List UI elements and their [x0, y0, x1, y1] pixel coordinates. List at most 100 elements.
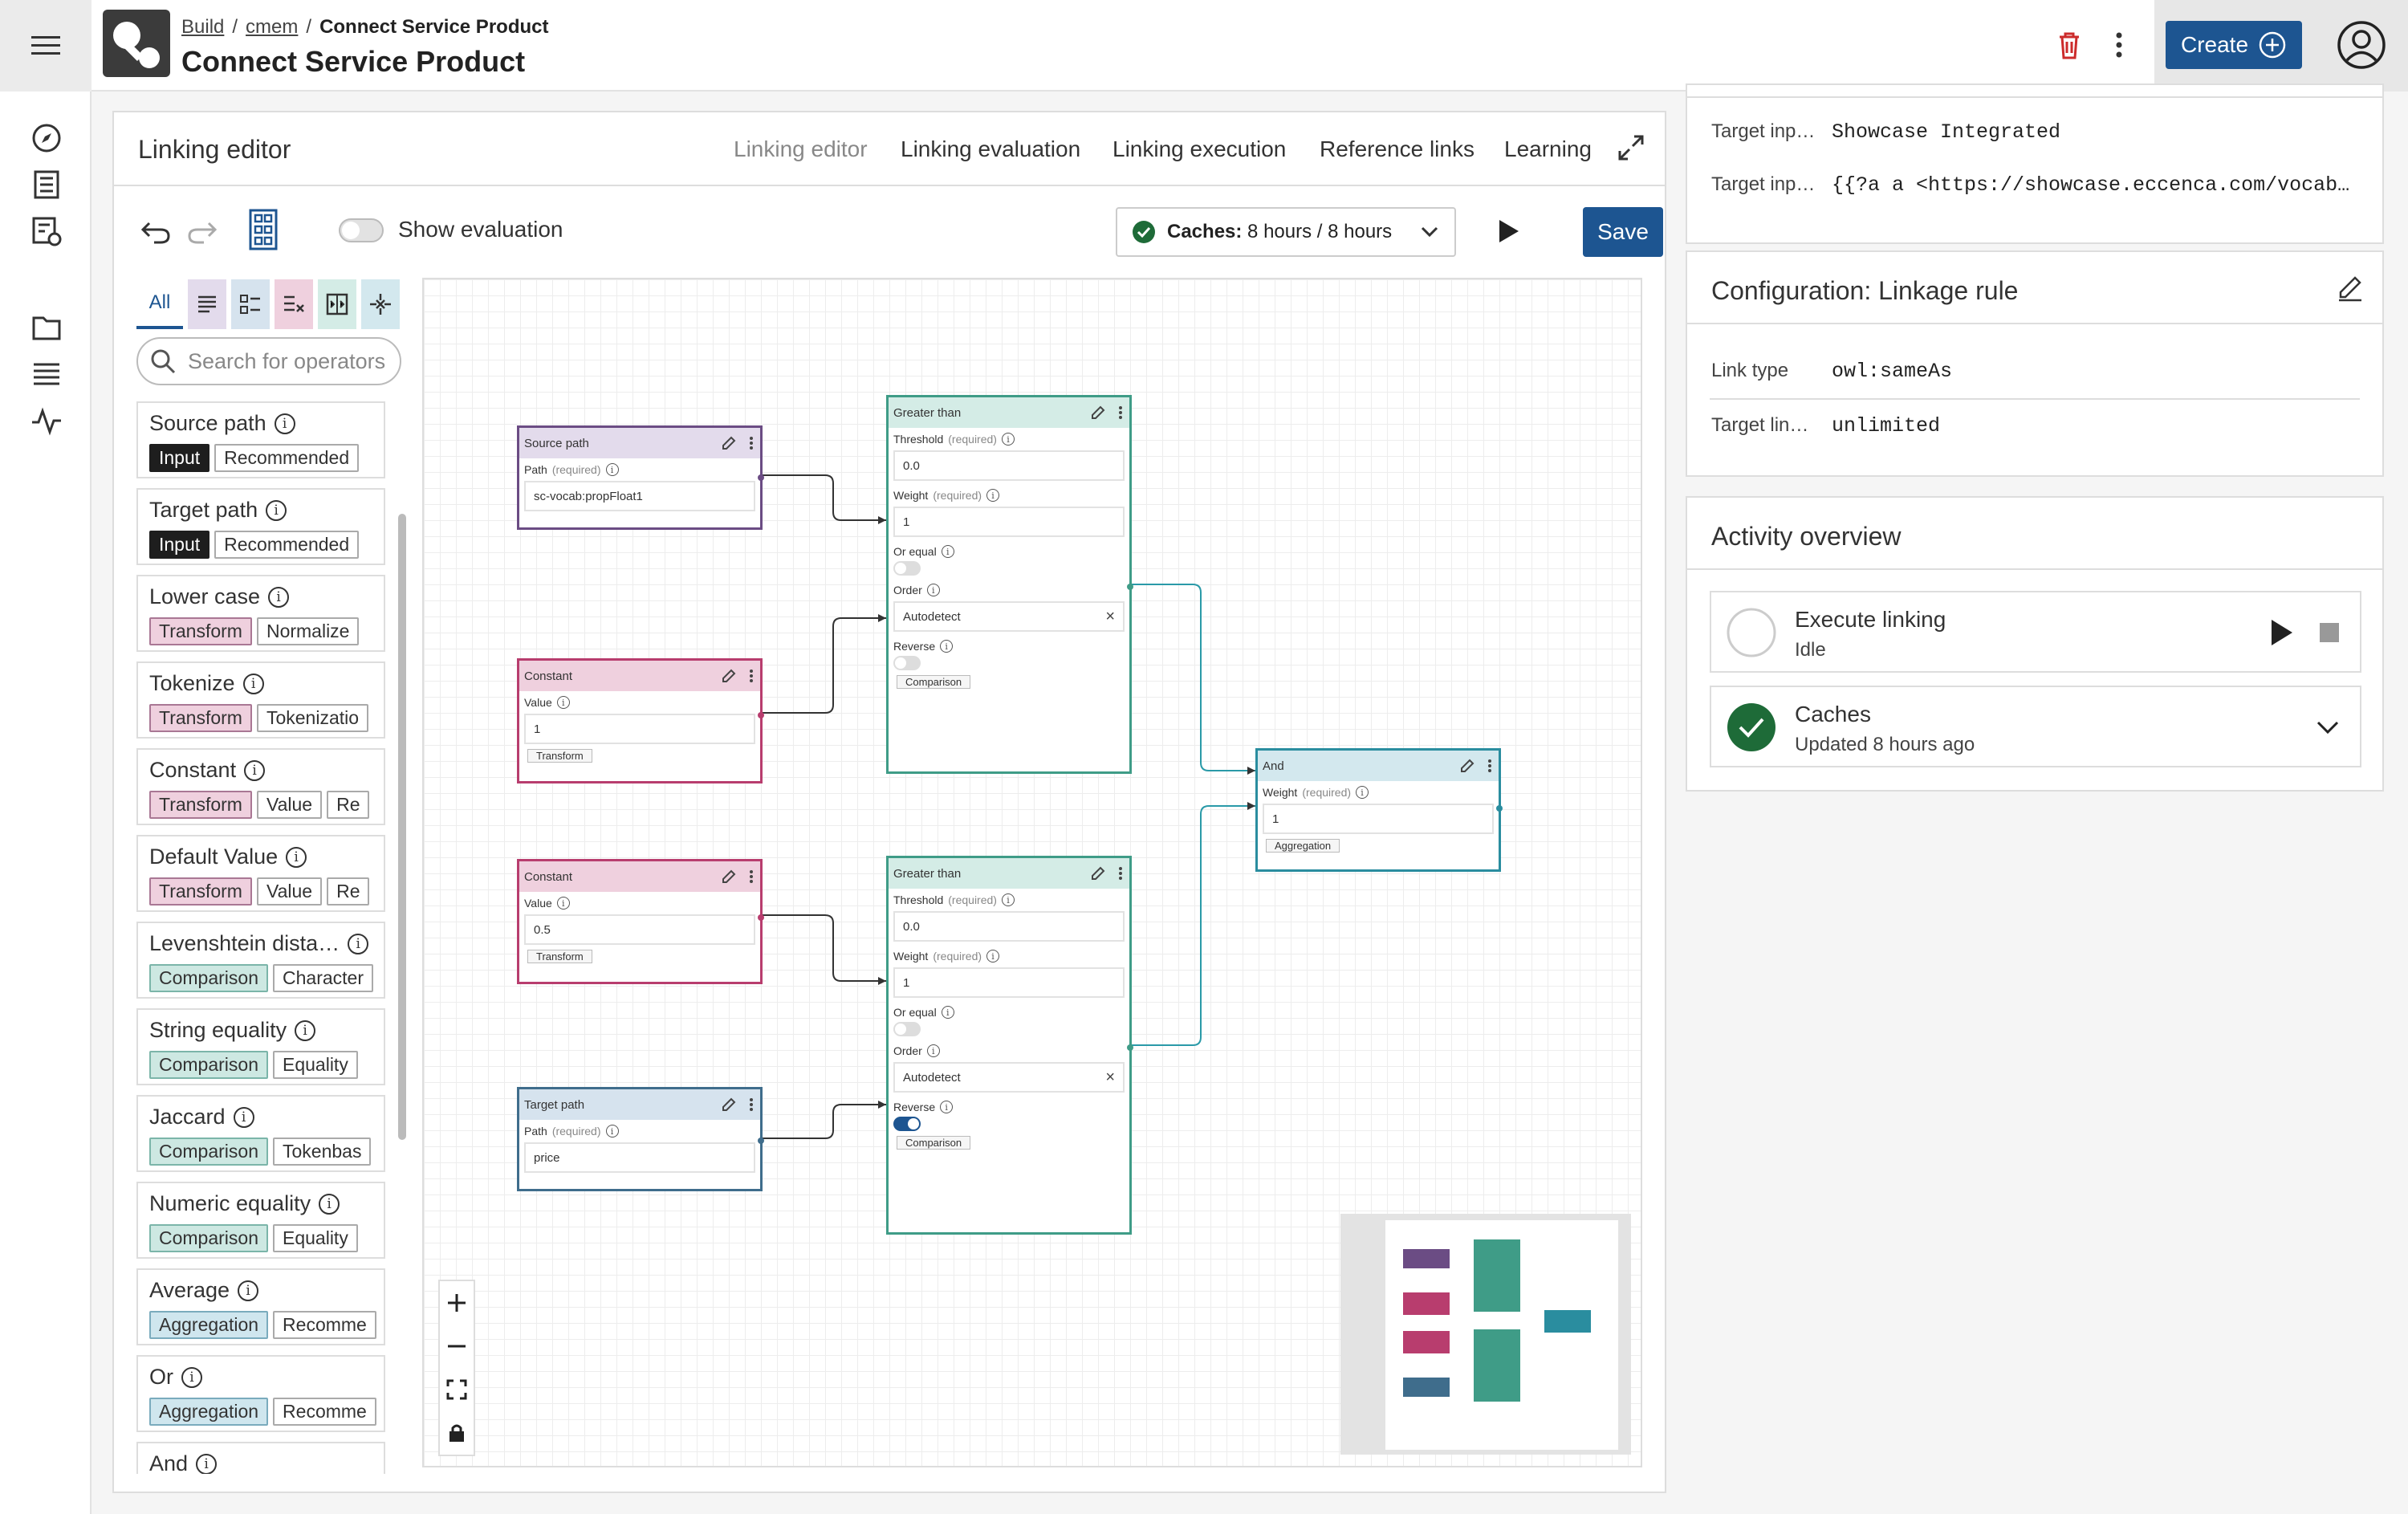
breadcrumb-cmem[interactable]: cmem	[246, 16, 299, 38]
save-button[interactable]: Save	[1583, 207, 1663, 257]
info-icon[interactable]: i	[242, 673, 264, 694]
expand-button[interactable]	[1615, 132, 1647, 164]
pencil-icon[interactable]	[720, 1096, 738, 1113]
run-button[interactable]	[1491, 215, 1523, 247]
weight-input[interactable]: 1	[1263, 804, 1494, 834]
zoom-out-button[interactable]	[440, 1325, 474, 1368]
node-source-path[interactable]: Source path Path(required)i sc-vocab:pro…	[517, 425, 764, 530]
info-icon[interactable]: i	[266, 499, 287, 521]
nav-projects[interactable]	[29, 310, 64, 345]
clear-icon[interactable]: ×	[1105, 608, 1115, 625]
node-greater-than-1[interactable]: Greater than Threshold(required)i 0.0 We…	[886, 395, 1133, 774]
path-input[interactable]: price	[524, 1142, 755, 1173]
info-icon[interactable]: i	[244, 759, 266, 781]
info-icon[interactable]: i	[274, 413, 295, 434]
or-equal-toggle[interactable]	[893, 561, 921, 576]
output-port[interactable]	[1127, 584, 1133, 590]
menu-button[interactable]	[0, 0, 92, 92]
tab-linking-evaluation[interactable]: Linking evaluation	[901, 136, 1081, 161]
tab-reference-links[interactable]: Reference links	[1320, 136, 1474, 161]
edit-configuration-button[interactable]	[2336, 273, 2365, 302]
more-icon[interactable]	[1487, 757, 1492, 775]
more-icon[interactable]	[1118, 865, 1123, 882]
output-port[interactable]	[1127, 1044, 1133, 1051]
value-input[interactable]: 1	[524, 714, 755, 744]
breadcrumb-build[interactable]: Build	[181, 16, 225, 38]
more-icon[interactable]	[749, 434, 754, 452]
pencil-icon[interactable]	[720, 434, 738, 452]
tab-linking-execution[interactable]: Linking execution	[1112, 136, 1287, 161]
create-button[interactable]: Create	[2166, 21, 2302, 69]
info-icon[interactable]: i	[319, 1193, 340, 1215]
pencil-icon[interactable]	[1089, 865, 1107, 882]
fit-view-button[interactable]	[440, 1368, 474, 1411]
rule-canvas[interactable]: Source path Path(required)i sc-vocab:pro…	[422, 278, 1642, 1467]
filter-target-paths[interactable]	[231, 279, 270, 329]
output-port[interactable]	[758, 474, 764, 481]
pencil-icon[interactable]	[720, 868, 738, 885]
pencil-icon[interactable]	[720, 667, 738, 685]
show-evaluation-toggle[interactable]	[339, 218, 384, 242]
auto-layout-button[interactable]	[241, 207, 286, 252]
more-icon[interactable]	[1118, 404, 1123, 421]
caches-status-select[interactable]: Caches: 8 hours / 8 hours	[1116, 207, 1456, 257]
value-input[interactable]: 0.5	[524, 914, 755, 945]
info-icon[interactable]: i	[196, 1453, 218, 1474]
node-greater-than-2[interactable]: Greater than Threshold(required)i 0.0 We…	[886, 856, 1133, 1235]
nav-build[interactable]	[29, 167, 64, 202]
filter-aggregations[interactable]	[361, 279, 400, 329]
info-icon[interactable]: i	[295, 1020, 316, 1041]
reverse-toggle[interactable]	[893, 656, 921, 670]
info-icon[interactable]: i	[268, 586, 290, 608]
operator-search-field[interactable]: Search for operators	[136, 337, 401, 385]
info-icon[interactable]: i	[286, 846, 307, 868]
weight-input[interactable]: 1	[893, 507, 1125, 537]
order-select[interactable]: Autodetect×	[893, 601, 1125, 632]
output-port[interactable]	[1496, 805, 1503, 812]
filter-comparisons[interactable]	[318, 279, 356, 329]
user-menu-button[interactable]	[2336, 19, 2387, 71]
palette-scrollbar[interactable]	[398, 514, 406, 1140]
nav-vocabularies[interactable]	[29, 356, 64, 392]
order-select[interactable]: Autodetect×	[893, 1062, 1125, 1093]
output-port[interactable]	[758, 914, 764, 921]
tab-learning[interactable]: Learning	[1504, 136, 1592, 161]
pencil-icon[interactable]	[1458, 757, 1476, 775]
filter-all[interactable]: All	[136, 279, 183, 329]
nav-datasets[interactable]	[29, 214, 64, 249]
lock-button[interactable]	[440, 1411, 474, 1455]
delete-button[interactable]	[2052, 27, 2087, 63]
path-input[interactable]: sc-vocab:propFloat1	[524, 481, 755, 511]
stop-activity-button[interactable]	[2318, 621, 2341, 644]
zoom-in-button[interactable]	[440, 1281, 474, 1325]
app-logo[interactable]	[103, 10, 170, 77]
threshold-input[interactable]: 0.0	[893, 911, 1125, 942]
more-icon[interactable]	[749, 1096, 754, 1113]
info-icon[interactable]: i	[181, 1366, 202, 1388]
weight-input[interactable]: 1	[893, 967, 1125, 998]
nav-explore[interactable]	[29, 120, 64, 156]
activity-caches[interactable]: Caches Updated 8 hours ago	[1710, 686, 2361, 767]
threshold-input[interactable]: 0.0	[893, 450, 1125, 481]
nav-activities[interactable]	[29, 403, 64, 438]
redo-button[interactable]	[185, 215, 220, 247]
node-and[interactable]: And Weight(required)i 1 Aggregation	[1255, 748, 1503, 872]
activity-execute-linking[interactable]: Execute linking Idle	[1710, 591, 2361, 673]
info-icon[interactable]: i	[238, 1280, 259, 1301]
output-port[interactable]	[758, 1138, 764, 1144]
reverse-toggle[interactable]	[893, 1117, 921, 1131]
minimap[interactable]	[1340, 1214, 1631, 1455]
